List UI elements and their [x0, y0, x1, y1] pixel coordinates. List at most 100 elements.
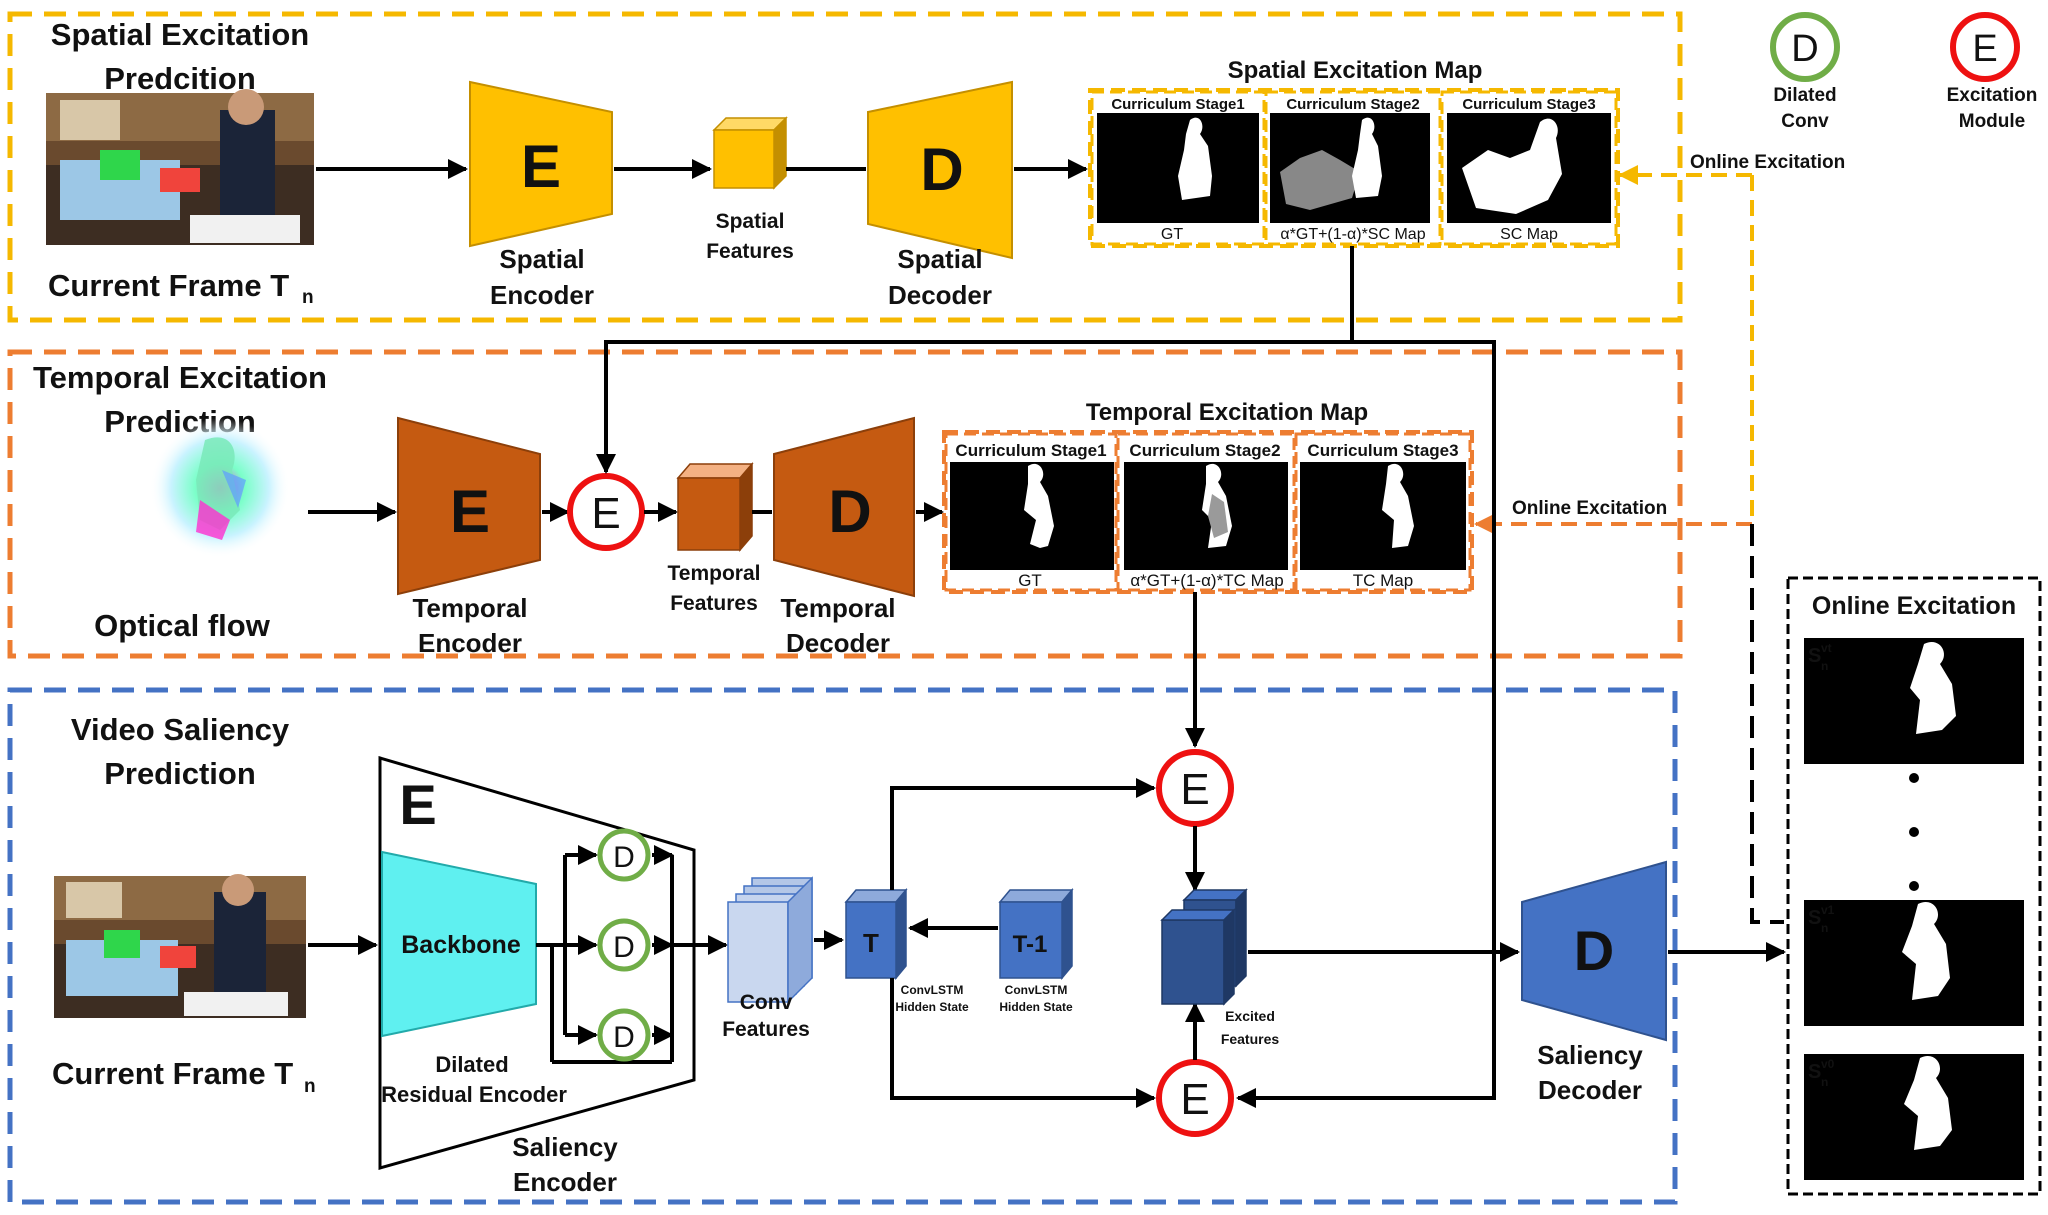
optical-flow-image	[150, 418, 290, 558]
saliency-encoder-letter: E	[399, 773, 436, 836]
temporal-excitation-module	[567, 473, 645, 551]
saliency-title-line1: Video Saliency	[71, 712, 290, 747]
spatial-encoder-line1: Spatial	[499, 244, 584, 274]
saliency-encoder-line1: Saliency	[512, 1132, 618, 1162]
ellipsis-dot-1	[1909, 773, 1919, 783]
dilated-conv-bottom	[597, 1008, 651, 1062]
temporal-excitation-letter: E	[591, 489, 620, 538]
temporal-map-title: Temporal Excitation Map	[1086, 399, 1368, 426]
dilated-conv-top-letter: D	[613, 841, 635, 874]
legend-excitation-line1: Excitation	[1947, 85, 2038, 106]
online-map-vt	[1804, 638, 2024, 764]
convlstm-t-hidden-line1: ConvLSTM	[901, 983, 964, 997]
arrow-t-to-lower-excitation	[890, 978, 1156, 1108]
saliency-decoder-line1: Saliency	[1537, 1040, 1643, 1070]
conv-features-line1: Conv	[740, 991, 793, 1014]
arrow-t-to-upper-excitation	[890, 778, 1156, 890]
convlstm-t1-hidden-line1: ConvLSTM	[1005, 983, 1068, 997]
dilated-conv-top	[597, 828, 651, 882]
dilated-residual-line1: Dilated	[435, 1052, 508, 1077]
spatial-mix-grey-region	[1280, 150, 1360, 210]
temporal-stage3-label: Curriculum Stage3	[1307, 441, 1458, 460]
saliency-upper-excitation-letter: E	[1180, 765, 1209, 814]
spatial-stage3-label: Curriculum Stage3	[1462, 96, 1595, 113]
temporal-tc-map	[1300, 462, 1466, 570]
online-map-v0-sub: n	[1821, 1075, 1828, 1089]
spatial-features-cube	[712, 116, 788, 190]
spatial-gt-map	[1097, 113, 1259, 223]
convlstm-t-cube	[844, 887, 908, 981]
online-map-vt-base: S	[1808, 645, 1821, 667]
temporal-encoder	[397, 416, 541, 596]
legend-excitation-line2: Module	[1959, 111, 2026, 132]
temporal-stage2-caption: α*GT+(1-α)*TC Map	[1130, 571, 1283, 590]
saliency-decoder-line2: Decoder	[1538, 1075, 1642, 1105]
online-feedback-dashed-line	[1750, 524, 1784, 924]
online-panel-frame	[1786, 576, 2042, 1196]
saliency-frame-label: Current Frame T	[52, 1056, 293, 1091]
saliency-section-frame	[7, 687, 1678, 1205]
spatial-frame-sub: n	[302, 287, 314, 308]
spatial-stage1-caption: GT	[1161, 226, 1183, 243]
dilated-conv-middle	[597, 918, 651, 972]
saliency-current-frame-image	[54, 874, 306, 1018]
spatial-map-feedback-right-line	[1236, 340, 1496, 1108]
legend-excitation-letter: E	[1972, 28, 1997, 70]
temporal-title-line1: Temporal Excitation	[33, 360, 327, 395]
temporal-stage3-frame	[1294, 432, 1472, 592]
spatial-map-title: Spatial Excitation Map	[1228, 57, 1483, 84]
temporal-stage2-frame	[1116, 432, 1296, 592]
temporal-stage3-caption: TC Map	[1353, 571, 1413, 590]
temporal-gt-silhouette	[1024, 463, 1054, 548]
online-map-v0	[1804, 1054, 2024, 1180]
spatial-section-frame	[7, 11, 1683, 323]
temporal-decoder-line1: Temporal	[780, 593, 895, 623]
spatial-decoder	[867, 80, 1013, 260]
dilated-residual-line2: Residual Encoder	[381, 1082, 567, 1107]
convlstm-t1-hidden-line2: Hidden State	[999, 1000, 1073, 1014]
online-map-v0-base: S	[1808, 1061, 1821, 1083]
temporal-stage1-caption: GT	[1018, 571, 1042, 590]
temporal-features-line1: Temporal	[668, 562, 761, 585]
optical-flow-label: Optical flow	[94, 608, 271, 643]
legend-dilated-line1: Dilated	[1773, 85, 1836, 106]
temporal-encoder-letter: E	[450, 478, 490, 545]
spatial-stage1-label: Curriculum Stage1	[1111, 96, 1244, 113]
saliency-encoder-line2: Encoder	[513, 1167, 617, 1197]
spatial-mix-silhouette	[1352, 117, 1382, 198]
saliency-title-line2: Prediction	[104, 756, 256, 791]
online-map-v1-sup: v1	[1821, 903, 1835, 917]
temporal-decoder	[773, 416, 915, 598]
temporal-online-label: Online Excitation	[1512, 498, 1667, 519]
saliency-decoder-letter: D	[1574, 919, 1614, 982]
spatial-gt-silhouette	[1178, 117, 1212, 200]
temporal-stage1-label: Curriculum Stage1	[955, 441, 1106, 460]
excited-features-line1: Excited	[1225, 1008, 1275, 1024]
spatial-stage2-frame	[1264, 90, 1442, 246]
legend-dilated-line2: Conv	[1781, 111, 1829, 132]
online-map-v1-silhouette	[1902, 902, 1950, 1000]
temporal-features-cube	[676, 461, 754, 553]
online-map-vt-sup: vt	[1821, 641, 1832, 655]
spatial-features-line2: Features	[706, 240, 794, 263]
online-map-v1-base: S	[1808, 907, 1821, 929]
convlstm-t-hidden-line2: Hidden State	[895, 1000, 969, 1014]
spatial-decoder-line1: Spatial	[897, 244, 982, 274]
ellipsis-dot-2	[1909, 827, 1919, 837]
online-map-vt-sub: n	[1821, 659, 1828, 673]
temporal-section-frame	[7, 349, 1683, 659]
saliency-lower-excitation-letter: E	[1180, 1075, 1209, 1124]
spatial-stage2-caption: α*GT+(1-α)*SC Map	[1280, 226, 1425, 243]
convlstm-t-label: T	[863, 928, 879, 958]
temporal-features-line2: Features	[670, 592, 758, 615]
spatial-title-line1: Spatial Excitation	[51, 17, 309, 52]
convlstm-t1-cube	[998, 887, 1074, 981]
legend-excitation: E Excitation Module	[1947, 12, 2038, 132]
online-map-vt-silhouette	[1910, 642, 1956, 734]
ellipsis-dot-3	[1909, 881, 1919, 891]
online-panel-title: Online Excitation	[1812, 592, 2016, 620]
saliency-lower-excitation	[1156, 1059, 1234, 1137]
spatial-frame-label: Current Frame T	[48, 268, 289, 303]
spatial-features-line1: Spatial	[716, 210, 785, 233]
